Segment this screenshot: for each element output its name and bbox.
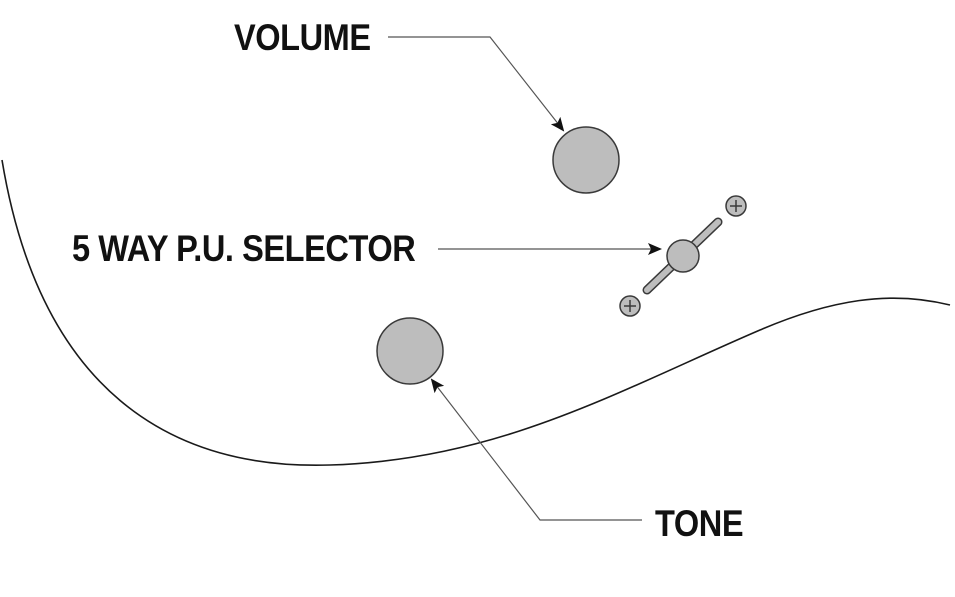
guitar-body-outline: [1, 159, 951, 466]
volume-leader-arrow: [388, 36, 565, 132]
tone-label: TONE: [655, 503, 744, 544]
pickup-selector-label: 5 WAY P.U. SELECTOR: [72, 228, 416, 269]
lower-screw-icon: [619, 295, 641, 317]
volume-label: VOLUME: [234, 17, 371, 58]
upper-screw-icon: [725, 195, 747, 217]
pickup-selector-switch: [642, 217, 723, 295]
tone-leader-arrow: [430, 378, 642, 521]
tone-knob: [376, 317, 444, 385]
selector-lever-tip: [666, 239, 700, 273]
volume-knob: [552, 126, 620, 194]
